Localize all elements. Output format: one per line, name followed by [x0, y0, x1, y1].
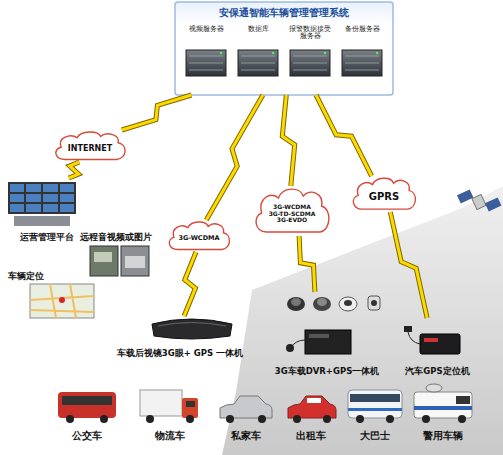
node-text: 3G-TD-SCDMA — [269, 211, 316, 218]
caption-label: 远程音视频或图片 — [80, 231, 152, 244]
system-panel — [175, 2, 393, 95]
server-box: 备份服务器 — [339, 24, 385, 86]
network-cloud: INTERNET — [52, 130, 128, 162]
lightning-connector — [282, 95, 294, 186]
rearview-mirror-device — [152, 319, 232, 339]
vehicle-label: 公交车 — [72, 429, 102, 443]
lightning-connector — [390, 212, 427, 318]
video-thumbnails — [90, 246, 149, 276]
node-text: 3G-EVDO — [277, 217, 307, 224]
lightning-connector — [184, 252, 196, 316]
device-box: 车载后视镜3G眼+ GPS 一体机 — [110, 316, 250, 360]
device-box: 3G车载DVR+GPS一体机 — [262, 292, 392, 378]
lightning-connector — [122, 95, 192, 130]
server-box: 报警数据接受服务器 — [287, 24, 333, 86]
server-box: 视频服务器 — [183, 24, 229, 86]
lightning-connector — [206, 95, 263, 220]
node-text: 备份服务器 — [345, 26, 380, 33]
device-box: 汽车GPS定位机 — [385, 318, 490, 378]
satellite — [457, 189, 501, 211]
node-text: 安保通智能车辆管理管理系统 — [219, 7, 349, 19]
node-text: 报警数据接受服务器 — [289, 26, 331, 41]
node-text: INTERNET — [68, 144, 112, 153]
map-thumbnail — [30, 284, 94, 318]
server-box: 数据库 — [235, 24, 281, 86]
vehicle-label: 大巴士 — [360, 429, 390, 443]
node-text: 车载后视镜3G眼+ GPS 一体机 — [117, 349, 243, 359]
platform-box: 运营管理平台 — [4, 178, 90, 244]
lightning-connector — [299, 236, 315, 292]
vehicle-label: 出租车 — [296, 429, 326, 443]
vehicle-label: 警用车辆 — [423, 429, 463, 443]
node-text: 数据库 — [248, 26, 269, 33]
vehicle-label: 私家车 — [231, 429, 261, 443]
node-text: 3G-WCDMA — [178, 235, 219, 242]
vehicles — [58, 384, 472, 423]
network-cloud: 3G-WCDMA3G-TD-SCDMA3G-EVDO — [252, 186, 332, 236]
monitor-wall — [8, 182, 76, 226]
lightning-connector — [316, 95, 372, 176]
node-text: 视频服务器 — [189, 26, 224, 33]
node-text: 汽车GPS定位机 — [405, 367, 469, 377]
gps-locator-device — [404, 326, 460, 354]
network-cloud: GPRS — [350, 176, 418, 212]
vehicle-label: 物流车 — [155, 429, 185, 443]
node-text: GPRS — [369, 191, 399, 203]
node-text: 3G车载DVR+GPS一体机 — [275, 367, 380, 377]
node-text: 3G-WCDMA — [273, 204, 311, 211]
lightning-connector — [69, 162, 80, 178]
network-cloud: 3G-WCDMA — [166, 220, 232, 252]
dvr-device — [286, 296, 380, 354]
server-icons — [186, 50, 382, 76]
caption-label: 车辆定位 — [8, 270, 44, 283]
node-text: 运营管理平台 — [20, 233, 74, 243]
system-box: 安保通智能车辆管理管理系统视频服务器 数据库 报警数据接受服务器 备份服务器 — [175, 2, 393, 95]
